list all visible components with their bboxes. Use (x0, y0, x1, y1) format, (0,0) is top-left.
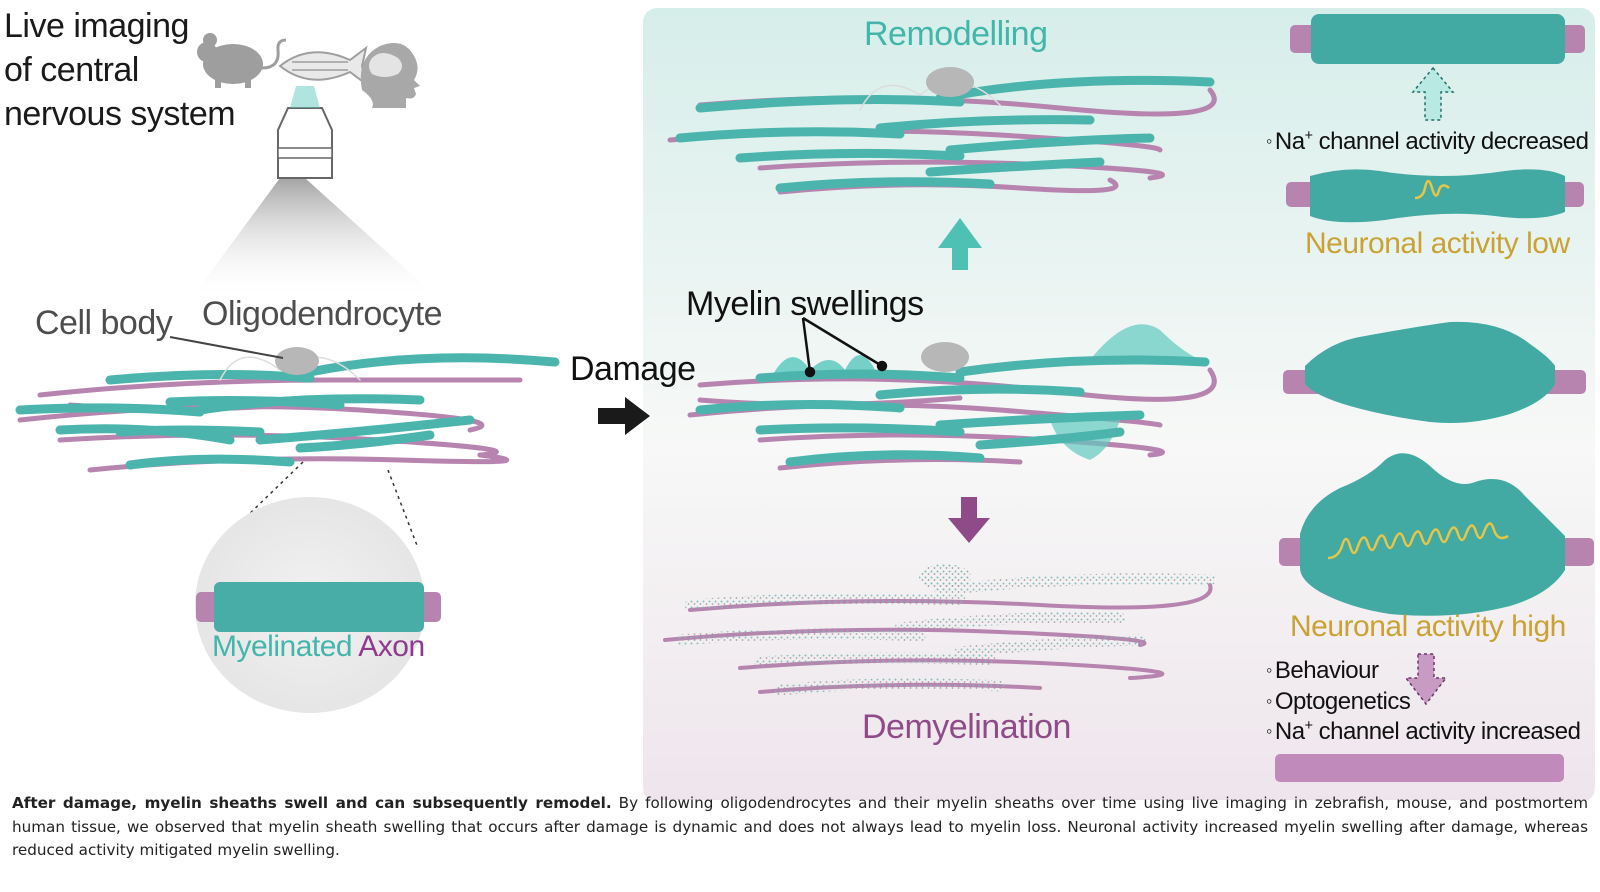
behaviour-text: Behaviour (1274, 657, 1379, 684)
healthy-myelin-network (15, 347, 560, 473)
remodelling-arrow-icon (938, 218, 982, 270)
swollen-sheath (1283, 321, 1586, 423)
low-activity-sheath (1286, 169, 1584, 223)
na-increased-label: Na+ channel activity increased (1266, 718, 1581, 746)
intro-title-line-3: nervous system (4, 95, 236, 133)
demyelinated-axon (1275, 754, 1564, 782)
behaviour-label: Behaviour (1266, 657, 1379, 685)
na-decreased-sup: + (1304, 128, 1313, 144)
na-decreased-label: Na+ channel activity decreased (1266, 128, 1589, 156)
cell-body-pointer (169, 336, 284, 359)
figure-canvas (15, 8, 1595, 800)
demyelinated-network (663, 564, 1216, 696)
mouse-icon (197, 33, 287, 88)
swollen-myelin-network (687, 324, 1217, 471)
cell-body-label: Cell body (35, 304, 173, 342)
human-head-icon (360, 43, 420, 108)
caption-text: By following oligodendrocytes and their … (12, 794, 1589, 859)
activity-low-label: Neuronal activity low (1305, 227, 1570, 260)
remodelled-myelin-network (667, 67, 1217, 195)
remodelled-sheath (1290, 14, 1585, 64)
caption-bold: After damage, myelin sheaths swell and c… (12, 794, 612, 812)
figure-caption: After damage, myelin sheaths swell and c… (12, 792, 1588, 863)
damage-arrow-icon (598, 397, 650, 435)
optogenetics-text: Optogenetics (1274, 688, 1411, 715)
activity-high-label: Neuronal activity high (1290, 610, 1566, 643)
oligodendrocyte-label: Oligodendrocyte (202, 295, 443, 333)
decrease-arrow-icon (1411, 66, 1455, 121)
remodelling-label: Remodelling (864, 15, 1048, 53)
myelin-swellings-label: Myelin swellings (686, 285, 924, 323)
na-increased-prefix: Na (1274, 718, 1305, 745)
damage-label: Damage (570, 350, 696, 388)
intro-title: Live imaging of central nervous system (4, 4, 236, 136)
intro-title-line-2: of central (4, 51, 139, 89)
microscope-icon (190, 86, 440, 300)
demyelination-label: Demyelination (862, 708, 1071, 746)
axon-label: Axon (358, 630, 425, 663)
inset-label: Myelinated Axon (212, 630, 425, 664)
optogenetics-label: Optogenetics (1266, 688, 1411, 716)
swelling-pointers (801, 316, 888, 378)
intro-title-line-1: Live imaging (4, 7, 189, 45)
demyelination-arrow-icon (948, 497, 990, 543)
na-decreased-prefix: Na (1274, 128, 1305, 155)
na-decreased-suffix: channel activity decreased (1312, 128, 1589, 155)
high-activity-sheath (1279, 453, 1594, 616)
na-increased-sup: + (1304, 718, 1313, 734)
myelinated-label: Myelinated (212, 630, 353, 663)
zebrafish-icon (278, 45, 368, 87)
increase-arrow-icon (1404, 653, 1448, 706)
axon-inset (195, 461, 441, 713)
na-increased-suffix: channel activity increased (1312, 718, 1581, 745)
